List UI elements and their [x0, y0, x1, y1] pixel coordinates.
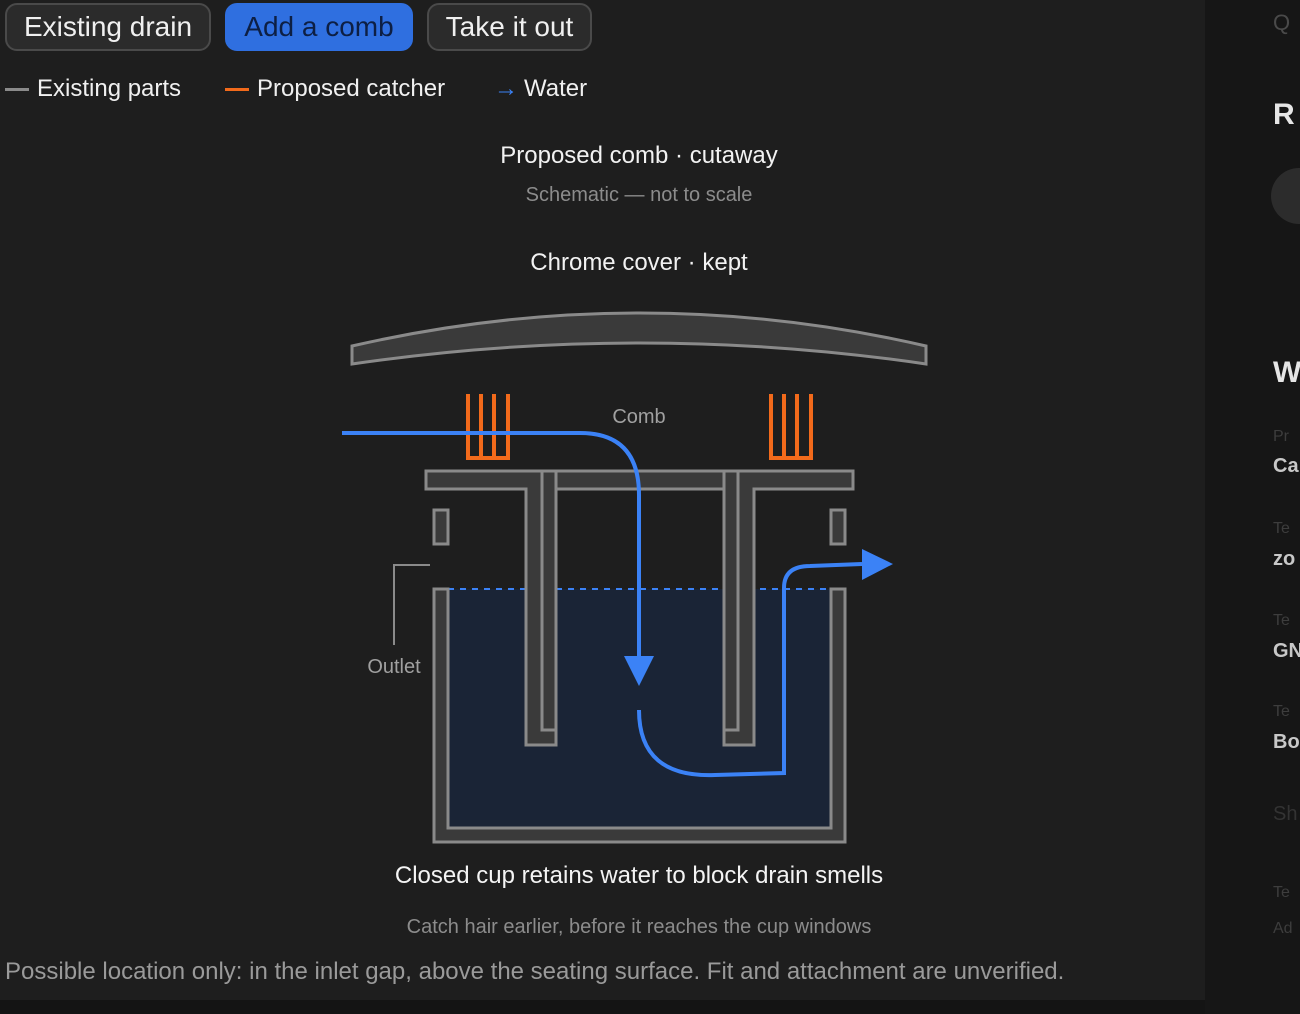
- legend-water: → Water: [494, 74, 587, 104]
- diagram-subtitle: Schematic — not to scale: [526, 184, 753, 206]
- legend-label: Proposed catcher: [257, 75, 446, 102]
- tab-existing-drain[interactable]: Existing drain: [5, 3, 211, 51]
- tab-add-a-comb[interactable]: Add a comb: [225, 3, 413, 51]
- panel-heading-clipped: R: [1273, 98, 1295, 131]
- legend-existing-parts: Existing parts: [5, 74, 181, 104]
- existing-line-swatch: [5, 87, 29, 91]
- right-side-panel: Q R W Pr Ca Te zo Te GN Te Bo Sh Te Ad: [1205, 0, 1300, 1014]
- field-label: Te: [1273, 884, 1290, 901]
- field-label: Te: [1273, 612, 1290, 629]
- field-label: Pr: [1273, 428, 1289, 445]
- water-arrow-right-icon: [862, 549, 893, 580]
- field-value: Bo: [1273, 731, 1300, 753]
- chrome-cover: [350, 311, 928, 366]
- left-comb: [466, 394, 510, 460]
- diagram-title: Proposed comb · cutaway: [500, 142, 777, 169]
- proposed-line-swatch: [225, 87, 249, 91]
- avatar[interactable]: [1271, 168, 1300, 224]
- tab-take-it-out[interactable]: Take it out: [427, 3, 592, 51]
- field-label: Te: [1273, 520, 1290, 537]
- water-flow-outlet: [637, 562, 863, 778]
- water-flow-inlet: [342, 431, 641, 660]
- comb-label: Comb: [612, 406, 665, 428]
- right-insert-arm: [722, 469, 855, 747]
- outlet-label: Outlet: [367, 656, 421, 678]
- bottom-strip: [0, 1000, 1205, 1014]
- legend-label: Water: [524, 75, 588, 102]
- right-wall-stub: [829, 508, 847, 546]
- arrow-right-icon: →: [494, 75, 518, 102]
- search-icon[interactable]: Q: [1273, 10, 1291, 35]
- cup-body: [432, 587, 847, 844]
- footnote: Possible location only: in the inlet gap…: [5, 958, 1064, 985]
- diagram-caption: Closed cup retains water to block drain …: [395, 862, 883, 889]
- field-value: Ad: [1273, 920, 1293, 937]
- left-insert-stem: [540, 469, 558, 732]
- drain-cutaway-diagram: Proposed comb · cutaway Schematic — not …: [5, 142, 1064, 985]
- right-insert-stem: [722, 469, 740, 732]
- field-label: Sh: [1273, 803, 1298, 825]
- right-comb: [769, 394, 813, 460]
- diagram-subcaption: Catch hair earlier, before it reaches th…: [407, 916, 872, 938]
- water-arrow-down-icon: [624, 656, 654, 686]
- field-value: Ca: [1273, 455, 1299, 477]
- legend-label: Existing parts: [37, 75, 182, 102]
- field-label: Te: [1273, 703, 1290, 720]
- panel-heading-clipped-2: W: [1273, 356, 1300, 389]
- outlet-leader-line: [393, 564, 430, 645]
- field-value: zo: [1273, 548, 1296, 570]
- left-wall-stub: [432, 508, 450, 546]
- cover-label: Chrome cover · kept: [530, 249, 748, 276]
- legend-proposed-catcher: Proposed catcher: [225, 74, 445, 104]
- field-value: GN: [1273, 640, 1300, 662]
